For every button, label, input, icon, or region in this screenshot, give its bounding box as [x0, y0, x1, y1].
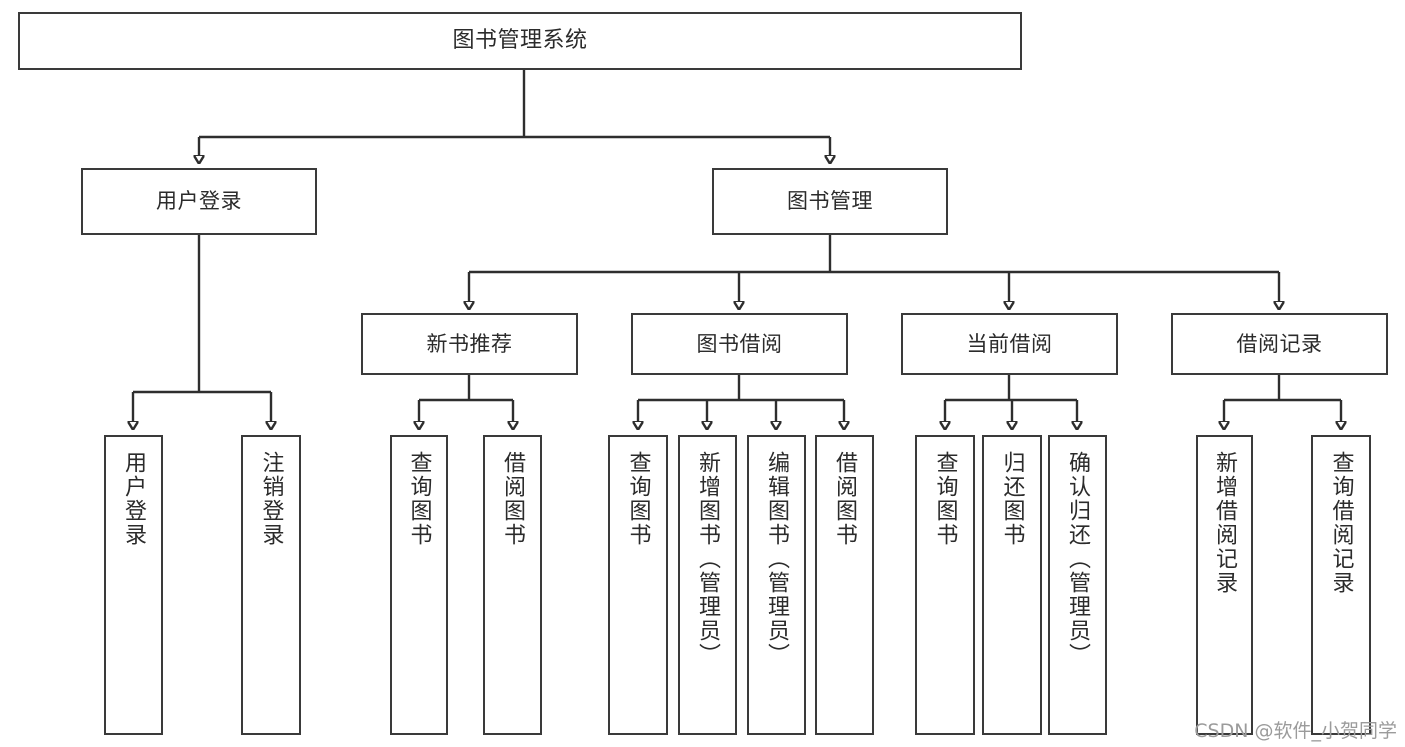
node-label: 用户登录: [156, 189, 242, 214]
node-current-borrow[interactable]: 当前借阅: [901, 313, 1118, 375]
leaf-new-book-query-book[interactable]: 查询图书: [390, 435, 448, 735]
node-root-library-system[interactable]: 图书管理系统: [18, 12, 1022, 70]
node-label: 确认归还（管理员）: [1065, 451, 1091, 667]
leaf-book-borrow-query-book[interactable]: 查询图书: [608, 435, 668, 735]
leaf-borrow-record-add-record[interactable]: 新增借阅记录: [1196, 435, 1253, 735]
node-label: 注销登录: [258, 451, 284, 547]
leaf-book-borrow-borrow-book[interactable]: 借阅图书: [815, 435, 874, 735]
leaf-new-book-borrow-book[interactable]: 借阅图书: [483, 435, 542, 735]
node-label: 编辑图书（管理员）: [764, 451, 790, 667]
node-label: 图书借阅: [696, 331, 783, 356]
node-user-login[interactable]: 用户登录: [81, 168, 317, 235]
node-label: 当前借阅: [966, 331, 1053, 356]
node-label: 新增图书（管理员）: [695, 451, 721, 667]
node-book-borrow[interactable]: 图书借阅: [631, 313, 848, 375]
node-new-book-recommendation[interactable]: 新书推荐: [361, 313, 578, 375]
node-label: 图书管理系统: [452, 28, 588, 54]
leaf-user-login-login[interactable]: 用户登录: [104, 435, 163, 735]
leaf-borrow-record-query-record[interactable]: 查询借阅记录: [1311, 435, 1371, 735]
node-label: 借阅图书: [832, 451, 858, 547]
node-label: 查询图书: [406, 451, 432, 547]
node-borrow-record[interactable]: 借阅记录: [1171, 313, 1388, 375]
leaf-book-borrow-add-book-admin[interactable]: 新增图书（管理员）: [678, 435, 737, 735]
node-label: 查询借阅记录: [1328, 451, 1354, 595]
leaf-book-borrow-edit-book-admin[interactable]: 编辑图书（管理员）: [747, 435, 806, 735]
node-label: 用户登录: [121, 451, 147, 547]
node-label: 新增借阅记录: [1212, 451, 1238, 595]
leaf-current-borrow-confirm-return-admin[interactable]: 确认归还（管理员）: [1048, 435, 1107, 735]
leaf-user-login-logout[interactable]: 注销登录: [241, 435, 301, 735]
node-label: 借阅记录: [1236, 331, 1323, 356]
node-label: 归还图书: [999, 451, 1025, 547]
node-label: 新书推荐: [426, 331, 513, 356]
leaf-current-borrow-query-book[interactable]: 查询图书: [915, 435, 975, 735]
node-label: 查询图书: [625, 451, 651, 547]
node-label: 查询图书: [932, 451, 958, 547]
node-label: 借阅图书: [500, 451, 526, 547]
node-book-management[interactable]: 图书管理: [712, 168, 948, 235]
leaf-current-borrow-return-book[interactable]: 归还图书: [982, 435, 1042, 735]
watermark: CSDN @软件_小贺同学: [1194, 720, 1397, 742]
node-label: 图书管理: [787, 189, 873, 214]
